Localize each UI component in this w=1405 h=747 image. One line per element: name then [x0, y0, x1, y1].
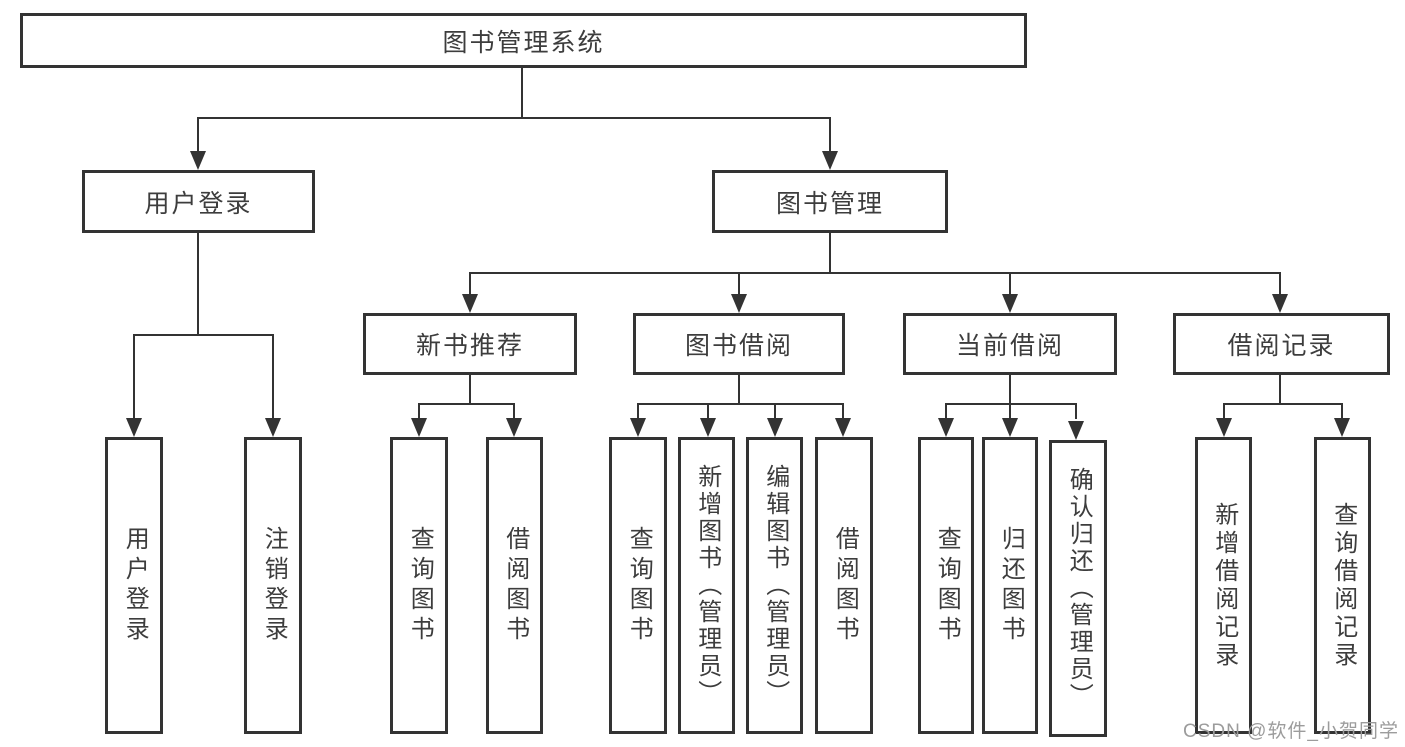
- leaf-logout-label: 注销登录: [260, 525, 288, 646]
- arrow-down-icon: [1216, 418, 1232, 437]
- connector-drop-user-login: [197, 117, 199, 152]
- connector-section-trunk: [1009, 375, 1011, 405]
- leaf-query-borrow-record: 查询借阅记录: [1314, 437, 1371, 734]
- node-book-mgmt-label: 图书管理: [775, 189, 884, 218]
- leaf-confirm-return-admin: 确认归还（管理员）: [1049, 440, 1107, 737]
- connector-drop: [1009, 272, 1011, 296]
- connector-drop: [469, 272, 471, 296]
- node-book-borrow-label: 图书借阅: [684, 332, 793, 360]
- arrow-down-icon: [767, 418, 783, 437]
- node-new-book-recommend-label: 新书推荐: [415, 332, 524, 360]
- connector-drop: [945, 403, 947, 419]
- leaf-borrow-books: 借阅图书: [815, 437, 873, 734]
- node-book-mgmt: 图书管理: [712, 170, 948, 233]
- node-borrow-record: 借阅记录: [1173, 313, 1390, 375]
- leaf-edit-book-admin: 编辑图书（管理员）: [746, 437, 803, 734]
- connector-section-hbranch: [1223, 403, 1343, 405]
- connector-drop: [774, 403, 776, 419]
- leaf-label: 借阅图书: [831, 525, 859, 646]
- connector-drop: [1279, 272, 1281, 296]
- connector-drop: [1341, 403, 1343, 419]
- node-root-label: 图书管理系统: [442, 28, 605, 57]
- arrow-down-icon: [411, 418, 427, 437]
- leaf-user-login-label: 用户登录: [121, 525, 149, 646]
- node-root: 图书管理系统: [20, 13, 1027, 68]
- arrow-down-icon: [630, 418, 646, 437]
- node-user-login-label: 用户登录: [144, 189, 253, 218]
- arrow-down-icon: [265, 418, 281, 437]
- arrow-down-icon: [1002, 418, 1018, 437]
- arrow-down-icon: [190, 151, 206, 170]
- arrow-down-icon: [1002, 294, 1018, 313]
- leaf-borrow-books: 借阅图书: [486, 437, 543, 734]
- arrow-down-icon: [1272, 294, 1288, 313]
- leaf-label: 查询图书: [625, 525, 653, 646]
- leaf-user-login: 用户登录: [105, 437, 163, 734]
- leaf-query-books: 查询图书: [390, 437, 448, 734]
- leaf-add-book-admin: 新增图书（管理员）: [678, 437, 735, 734]
- leaf-label: 查询图书: [933, 525, 961, 646]
- connector-root-hbranch: [197, 117, 831, 119]
- connector-book-hbranch: [469, 272, 1281, 274]
- connector-user-hbranch: [133, 334, 274, 336]
- connector-section-trunk: [469, 375, 471, 405]
- connector-section-hbranch: [418, 403, 514, 405]
- connector-drop-book-mgmt: [829, 117, 831, 152]
- leaf-query-books: 查询图书: [918, 437, 974, 734]
- connector-drop: [1009, 403, 1011, 419]
- leaf-label: 归还图书: [997, 525, 1025, 646]
- arrow-down-icon: [1334, 418, 1350, 437]
- connector-section-hbranch: [637, 403, 843, 405]
- csdn-watermark: CSDN @软件_小贺同学: [1183, 721, 1399, 742]
- node-new-book-recommend: 新书推荐: [363, 313, 577, 375]
- leaf-add-borrow-record: 新增借阅记录: [1195, 437, 1252, 734]
- connector-user-trunk: [197, 233, 199, 335]
- connector-section-trunk: [1279, 375, 1281, 405]
- connector-drop: [418, 403, 420, 419]
- leaf-label: 借阅图书: [501, 525, 529, 646]
- arrow-down-icon: [938, 418, 954, 437]
- leaf-logout: 注销登录: [244, 437, 302, 734]
- arrow-down-icon: [835, 418, 851, 437]
- node-user-login: 用户登录: [82, 170, 315, 233]
- leaf-label: 编辑图书（管理员）: [761, 464, 789, 707]
- connector-drop: [1075, 403, 1077, 419]
- leaf-label: 确认归还（管理员）: [1065, 467, 1093, 710]
- connector-drop: [637, 403, 639, 419]
- arrow-down-icon: [462, 294, 478, 313]
- connector-drop: [133, 334, 135, 419]
- leaf-label: 新增借阅记录: [1210, 501, 1238, 670]
- connector-drop: [272, 334, 274, 419]
- connector-drop: [842, 403, 844, 419]
- connector-drop: [513, 403, 515, 419]
- connector-section-hbranch: [945, 403, 1077, 405]
- connector-drop: [738, 272, 740, 296]
- arrow-down-icon: [126, 418, 142, 437]
- node-current-borrow: 当前借阅: [903, 313, 1117, 375]
- arrow-down-icon: [506, 418, 522, 437]
- leaf-query-books: 查询图书: [609, 437, 667, 734]
- leaf-return-books: 归还图书: [982, 437, 1038, 734]
- connector-section-trunk: [738, 375, 740, 405]
- connector-book-trunk: [829, 233, 831, 273]
- connector-root-trunk: [521, 68, 523, 118]
- node-borrow-record-label: 借阅记录: [1227, 332, 1336, 360]
- leaf-label: 新增图书（管理员）: [693, 464, 721, 707]
- connector-drop: [707, 403, 709, 419]
- node-book-borrow: 图书借阅: [633, 313, 845, 375]
- connector-drop: [1223, 403, 1225, 419]
- leaf-label: 查询图书: [406, 525, 434, 646]
- arrow-down-icon: [700, 418, 716, 437]
- leaf-label: 查询借阅记录: [1329, 501, 1357, 670]
- arrow-down-icon: [822, 151, 838, 170]
- arrow-down-icon: [1068, 421, 1084, 440]
- arrow-down-icon: [731, 294, 747, 313]
- node-current-borrow-label: 当前借阅: [955, 332, 1064, 360]
